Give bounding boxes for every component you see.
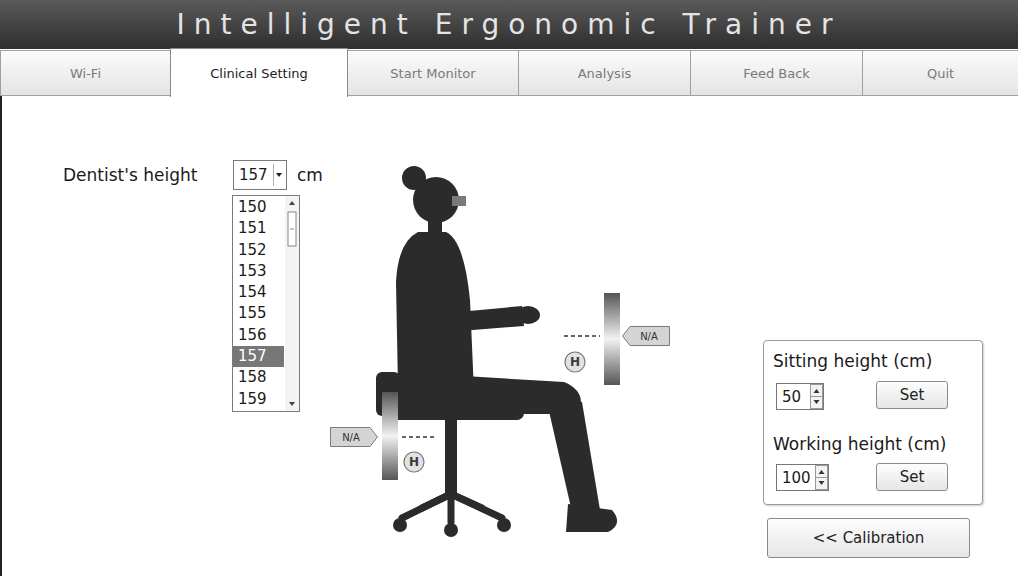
sitting-height-gauge	[382, 392, 436, 480]
spin-value: 100	[782, 469, 811, 487]
label-wrap: Dentist's height	[63, 160, 197, 190]
spin-value: 50	[782, 388, 801, 406]
tab-label: Start Monitor	[390, 66, 475, 81]
spin-box: 100	[776, 464, 829, 491]
tab-button: Wi-Fi	[0, 50, 171, 96]
tab-label: Feed Back	[743, 66, 810, 81]
tab-label: Quit	[927, 66, 954, 81]
list-item: 153	[233, 261, 284, 282]
marker-letter: H	[570, 355, 580, 369]
settings-panel: Sitting height (cm) Working height (cm) 50…	[763, 340, 983, 505]
app-title: Intelligent Ergonomic Trainer	[177, 8, 842, 41]
list-item: 157	[233, 346, 284, 367]
list-item: 150	[233, 197, 284, 218]
button-label: Set	[900, 386, 925, 404]
tab-label: Clinical Setting	[210, 66, 308, 81]
selected-value: 157	[239, 166, 268, 184]
tag-text: N/A	[342, 432, 360, 443]
field-label: cm	[297, 165, 323, 185]
working-height-gauge	[564, 293, 620, 385]
list-item: 155	[233, 303, 284, 324]
push-button: Set	[876, 381, 948, 409]
tab-label: Wi-Fi	[70, 66, 101, 81]
tag-text: N/A	[640, 331, 658, 342]
scrollbar	[285, 196, 299, 411]
button-label: << Calibration	[813, 529, 925, 547]
tab-button: Clinical Setting	[170, 48, 348, 97]
list-item: 159	[233, 389, 284, 410]
list-item: 154	[233, 282, 284, 303]
spin-box: 50	[776, 383, 824, 410]
tab-label: Analysis	[578, 66, 632, 81]
push-button: << Calibration	[767, 518, 970, 558]
dropdown-list: 150151152153154155156157158159	[232, 195, 300, 412]
dentist-silhouette	[376, 166, 617, 537]
spin-arrows	[810, 384, 823, 409]
list-item: 158	[233, 367, 284, 388]
value-tag: N/A	[622, 326, 670, 346]
button-label: Set	[900, 468, 925, 486]
list-item: 151	[233, 218, 284, 239]
panel-label: Working height (cm)	[773, 433, 982, 455]
panel-label: Sitting height (cm)	[773, 350, 982, 372]
spin-arrows	[815, 465, 828, 490]
list-item: 156	[233, 325, 284, 346]
dropdown-arrow	[273, 161, 285, 189]
marker-letter: H	[409, 455, 419, 469]
tab-button: Start Monitor	[347, 50, 519, 96]
tab-button: Analysis	[518, 50, 691, 96]
title-wrap: Intelligent Ergonomic Trainer	[0, 0, 1018, 49]
value-tag: N/A	[330, 427, 378, 447]
dropdown-box: 157	[233, 160, 287, 190]
label-wrap: cm	[297, 160, 323, 190]
height-marker: H	[564, 351, 586, 373]
tab-button: Feed Back	[690, 50, 863, 96]
push-button: Set	[876, 463, 948, 491]
field-label: Dentist's height	[63, 165, 197, 185]
tab-button: Quit	[862, 50, 1018, 96]
height-marker: H	[403, 451, 425, 473]
list-item: 152	[233, 240, 284, 261]
